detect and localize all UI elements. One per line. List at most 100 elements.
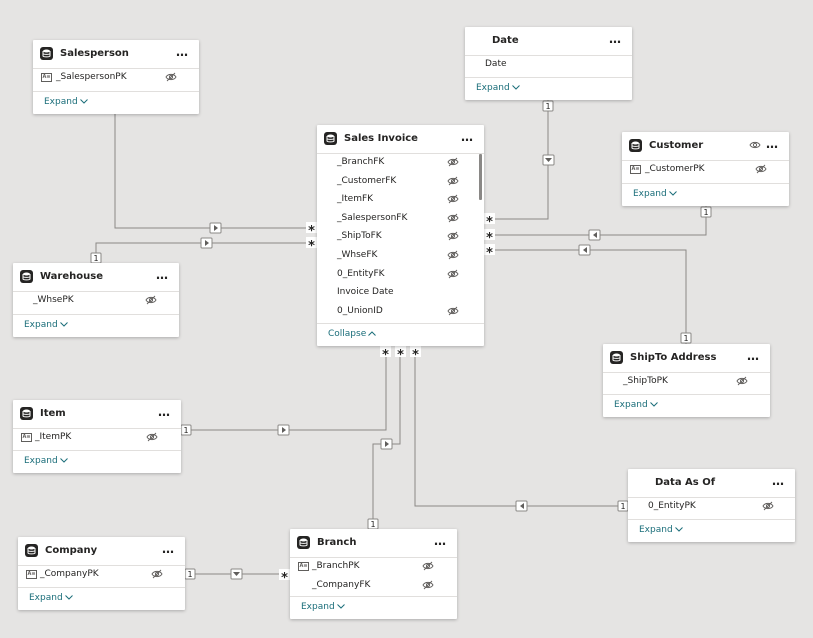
field-row[interactable]: _ItemFK (317, 191, 484, 210)
table-header[interactable]: Branch… (290, 529, 457, 558)
field-row[interactable]: A≡_CustomerPK (622, 161, 789, 180)
table-card-branch[interactable]: Branch…A≡_BranchPK_CompanyFK Expand (290, 529, 457, 619)
table-footer: Expand (628, 519, 795, 542)
eye-hidden-icon[interactable] (165, 72, 177, 85)
eye-hidden-icon[interactable] (447, 231, 459, 244)
more-options-icon[interactable]: … (176, 45, 189, 59)
table-header[interactable]: Salesperson… (33, 40, 199, 69)
expand-link[interactable]: Expand (301, 602, 345, 612)
table-header[interactable]: Date… (465, 27, 632, 56)
eye-hidden-icon[interactable] (447, 176, 459, 189)
footer-label: Expand (639, 525, 673, 535)
field-row[interactable]: A≡_CompanyPK (18, 566, 185, 585)
eye-hidden-icon[interactable] (447, 194, 459, 207)
collapse-link[interactable]: Collapse (328, 329, 377, 339)
table-card-shipto-address[interactable]: ShipTo Address…_ShipToPK Expand (603, 344, 770, 417)
table-header[interactable]: ShipTo Address… (603, 344, 770, 373)
arrow-right-icon (385, 441, 389, 447)
table-footer: Expand (18, 587, 185, 610)
more-options-icon[interactable]: … (156, 268, 169, 282)
rel-date-salesinvoice[interactable] (484, 100, 549, 220)
table-footer: Expand (13, 450, 181, 473)
more-options-icon[interactable]: … (766, 137, 779, 151)
field-row[interactable]: Date (465, 56, 632, 75)
field-row[interactable]: _SalespersonFK (317, 210, 484, 229)
more-options-icon[interactable]: … (461, 130, 474, 144)
more-options-icon[interactable]: … (434, 534, 447, 548)
field-row[interactable]: _CustomerFK (317, 173, 484, 192)
field-row[interactable]: _CompanyFK (290, 577, 457, 596)
eye-hidden-icon[interactable] (447, 250, 459, 263)
table-card-item[interactable]: Item…A≡_ItemPK Expand (13, 400, 181, 473)
table-card-warehouse[interactable]: Warehouse…_WhsePK Expand (13, 263, 179, 337)
table-header[interactable]: Warehouse… (13, 263, 179, 292)
eye-hidden-icon[interactable] (447, 157, 459, 170)
table-card-customer[interactable]: Customer…A≡_CustomerPK Expand (622, 132, 789, 206)
eye-hidden-icon[interactable] (447, 213, 459, 226)
field-row[interactable]: _ShipToPK (603, 373, 770, 392)
table-icon (629, 139, 642, 152)
table-card-company[interactable]: Company…A≡_CompanyPK Expand (18, 537, 185, 610)
expand-link[interactable]: Expand (476, 83, 520, 93)
table-card-salesperson[interactable]: Salesperson…A≡_SalespersonPK Expand (33, 40, 199, 114)
table-title: Sales Invoice (344, 133, 418, 144)
field-row[interactable]: A≡_ItemPK (13, 429, 181, 448)
more-options-icon[interactable]: … (158, 405, 171, 419)
eye-hidden-icon[interactable] (755, 164, 767, 177)
more-options-icon[interactable]: … (162, 542, 175, 556)
field-row[interactable]: 0_EntityFK (317, 266, 484, 285)
expand-link[interactable]: Expand (639, 525, 683, 535)
table-footer: Collapse (317, 323, 484, 346)
rel-dataasof-salesinvoice[interactable] (414, 346, 628, 507)
table-header[interactable]: Item… (13, 400, 181, 429)
table-icon (297, 536, 310, 549)
more-options-icon[interactable]: … (772, 474, 785, 488)
table-header[interactable]: Company… (18, 537, 185, 566)
eye-hidden-icon[interactable] (422, 561, 434, 574)
eye-hidden-icon[interactable] (447, 306, 459, 319)
eye-hidden-icon[interactable] (447, 269, 459, 282)
scrollbar[interactable] (479, 154, 482, 200)
footer-label: Expand (24, 320, 58, 330)
eye-hidden-icon[interactable] (146, 432, 158, 445)
expand-link[interactable]: Expand (24, 456, 68, 466)
rel-item-salesinvoice[interactable] (181, 346, 387, 431)
table-card-sales-invoice[interactable]: Sales Invoice … _BranchFK_CustomerFK_ItemF… (317, 125, 484, 346)
table-header[interactable]: Sales Invoice … (317, 125, 484, 154)
eye-hidden-icon[interactable] (736, 376, 748, 389)
field-row[interactable]: _BranchFK (317, 154, 484, 173)
field-row[interactable]: _WhsePK (13, 292, 179, 311)
eye-icon[interactable] (749, 140, 761, 153)
cardinality-many: * (486, 231, 493, 246)
table-header[interactable]: Customer… (622, 132, 789, 161)
table-header[interactable]: Data As Of… (628, 469, 795, 498)
rel-shipto-salesinvoice[interactable] (484, 249, 687, 344)
field-name: 0_EntityPK (648, 501, 696, 511)
field-row[interactable]: Invoice Date (317, 284, 484, 303)
table-card-data-as-of[interactable]: Data As Of… 0_EntityPK Expand (628, 469, 795, 542)
field-row[interactable]: _ShipToFK (317, 228, 484, 247)
field-row[interactable]: A≡_BranchPK (290, 558, 457, 577)
more-options-icon[interactable]: … (609, 32, 622, 46)
field-row[interactable]: _WhseFK (317, 247, 484, 266)
expand-link[interactable]: Expand (614, 400, 658, 410)
eye-hidden-icon[interactable] (145, 295, 157, 308)
eye-hidden-icon[interactable] (762, 501, 774, 514)
expand-link[interactable]: Expand (44, 97, 88, 107)
field-row[interactable]: 0_EntityPK (628, 498, 795, 517)
more-options-icon[interactable]: … (747, 349, 760, 363)
footer-label: Expand (614, 400, 648, 410)
eye-hidden-icon[interactable] (422, 580, 434, 593)
field-row[interactable]: 0_UnionID (317, 303, 484, 322)
eye-hidden-icon[interactable] (151, 569, 163, 582)
expand-link[interactable]: Expand (633, 189, 677, 199)
rel-salesperson-salesinvoice[interactable] (114, 114, 317, 229)
cardinality-one: 1 (370, 520, 375, 529)
expand-link[interactable]: Expand (24, 320, 68, 330)
cardinality-many: * (281, 571, 288, 586)
cardinality-many: * (486, 215, 493, 230)
field-row[interactable]: A≡_SalespersonPK (33, 69, 199, 88)
expand-link[interactable]: Expand (29, 593, 73, 603)
